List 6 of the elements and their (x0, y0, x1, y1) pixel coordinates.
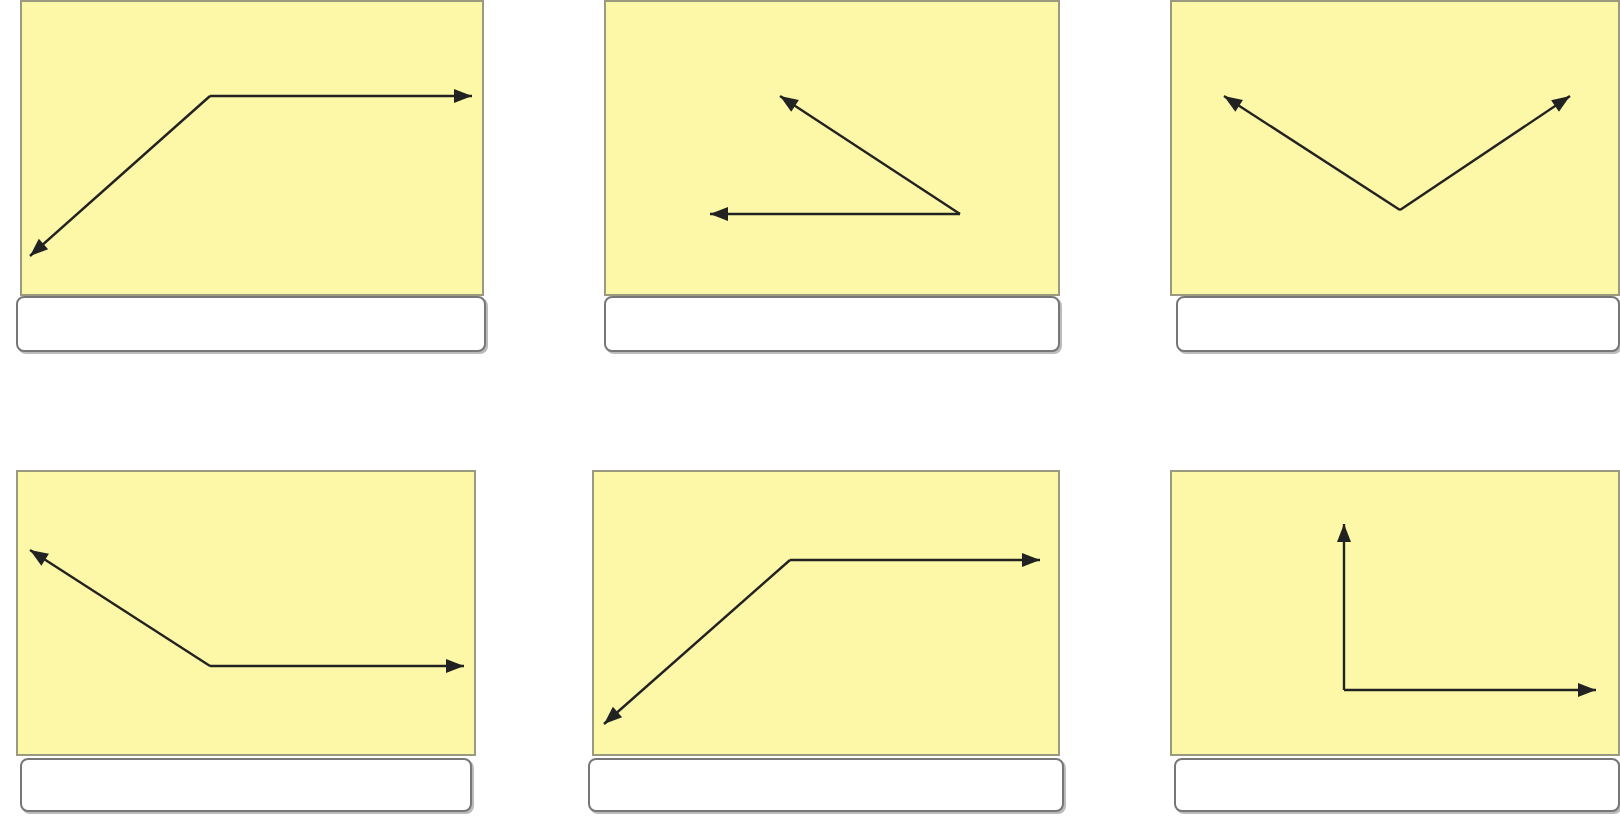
panel (16, 470, 476, 756)
panel (604, 0, 1060, 296)
panel (592, 470, 1060, 756)
panel (1170, 0, 1620, 296)
panel (1170, 470, 1620, 756)
panel (20, 0, 484, 296)
